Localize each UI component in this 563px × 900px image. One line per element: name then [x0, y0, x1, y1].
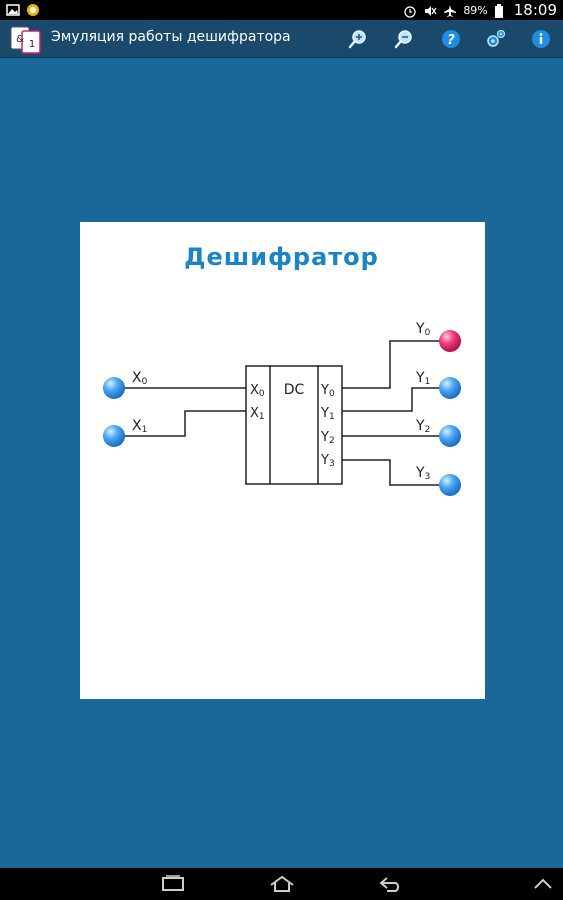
clock: 18:09 — [513, 1, 557, 19]
output-label-y2: Y2 — [415, 418, 430, 435]
wire-y0 — [342, 340, 450, 389]
zoom-in-icon — [348, 30, 366, 49]
app-logo-text-or: 1 — [29, 39, 35, 50]
wire-y1 — [342, 387, 450, 412]
zoom-out-icon — [394, 30, 412, 49]
help-button[interactable]: ? — [438, 26, 464, 52]
app-title: Эмуляция работы дешифратора — [51, 29, 291, 45]
zoom-out-button[interactable] — [391, 26, 417, 52]
home-button[interactable] — [265, 872, 299, 896]
svg-text:?: ? — [447, 33, 455, 48]
back-button[interactable] — [374, 872, 408, 896]
pin-label-y0: Y0 — [320, 383, 335, 399]
pin-label-x1: X1 — [250, 406, 265, 422]
output-label-y1: Y1 — [415, 370, 430, 387]
recent-apps-button[interactable] — [156, 872, 190, 896]
home-icon — [270, 875, 294, 892]
info-button[interactable] — [528, 26, 554, 52]
app-logo-icon: & 1 — [10, 23, 42, 55]
gallery-notification-icon — [6, 2, 20, 16]
mute-icon — [423, 3, 437, 17]
collapse-button[interactable] — [526, 872, 560, 896]
airplane-mode-icon — [443, 3, 457, 17]
settings-icon — [487, 29, 506, 47]
input-label-x1: X1 — [132, 418, 147, 435]
output-lamp-y0 — [439, 330, 461, 352]
back-icon — [379, 877, 399, 892]
battery-icon — [494, 3, 508, 18]
wire-x1 — [116, 410, 246, 437]
settings-button[interactable] — [483, 26, 509, 52]
pin-label-y2: Y2 — [320, 430, 335, 446]
navigation-bar — [0, 868, 563, 900]
status-bar: 89% 18:09 — [0, 0, 563, 20]
app-logo-text-and: & — [16, 34, 24, 45]
battery-percent: 89% — [463, 3, 488, 17]
alarm-icon — [403, 3, 417, 18]
app-notification-icon — [26, 2, 40, 16]
pin-label-y1: Y1 — [320, 406, 335, 422]
output-lamp-y3 — [439, 474, 461, 496]
output-label-y0: Y0 — [415, 321, 431, 338]
wire-y3 — [342, 459, 450, 486]
chevron-up-icon — [534, 878, 552, 889]
decoder-label: DC — [284, 382, 305, 398]
decoder-block — [245, 365, 343, 485]
input-switch-x0[interactable] — [103, 377, 125, 399]
action-bar: & 1 Эмуляция работы дешифратора ? — [0, 20, 563, 58]
input-switch-x1[interactable] — [103, 425, 125, 447]
diagram-title: Дешифратор — [184, 243, 379, 271]
zoom-in-button[interactable] — [345, 26, 371, 52]
input-label-x0: X0 — [132, 370, 148, 387]
info-icon — [532, 30, 550, 48]
output-lamp-y2 — [439, 425, 461, 447]
output-lamp-y1 — [439, 377, 461, 399]
help-icon: ? — [442, 30, 460, 48]
pin-label-x0: X0 — [250, 383, 265, 399]
recent-apps-icon — [162, 875, 184, 891]
pin-label-y3: Y3 — [320, 453, 335, 469]
output-label-y3: Y3 — [415, 465, 430, 482]
